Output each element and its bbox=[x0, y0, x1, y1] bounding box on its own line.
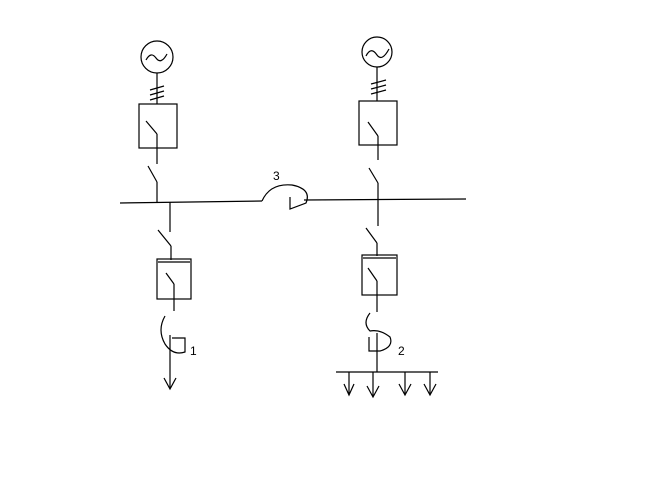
left-generator-wave bbox=[145, 53, 168, 62]
left-upper-breaker bbox=[138, 103, 178, 149]
left-lower-breaker-contact bbox=[165, 272, 175, 285]
load-2-label: 2 bbox=[398, 344, 405, 358]
right-lower-breaker-contact bbox=[367, 267, 378, 282]
right-generator-wave bbox=[365, 48, 390, 59]
right-upper-disconnector bbox=[368, 167, 379, 184]
right-load-arrow-4 bbox=[423, 383, 437, 397]
load-1-label: 1 bbox=[190, 344, 197, 358]
right-feeder bbox=[336, 36, 438, 399]
right-lower-breaker bbox=[361, 254, 398, 296]
right-upper-breaker-contact bbox=[367, 121, 379, 137]
tie-3-label: 3 bbox=[273, 169, 280, 183]
left-busbar bbox=[119, 200, 263, 204]
right-load-arrow-1 bbox=[343, 383, 355, 397]
left-lower-disconnector bbox=[157, 229, 172, 247]
left-generator-icon bbox=[140, 40, 174, 74]
right-lower-disconnector bbox=[365, 227, 378, 244]
tie-reactor bbox=[261, 184, 308, 210]
right-current-transformer bbox=[365, 312, 392, 352]
right-load-arrow-2 bbox=[366, 385, 380, 399]
left-feeder bbox=[138, 40, 192, 391]
left-cable-marks bbox=[149, 85, 165, 101]
right-load-arrow-3 bbox=[398, 383, 412, 397]
left-current-transformer bbox=[160, 315, 186, 354]
left-load-arrow bbox=[163, 377, 177, 391]
right-busbar bbox=[303, 198, 467, 201]
left-upper-breaker-contact bbox=[145, 120, 158, 135]
left-upper-disconnector bbox=[147, 165, 158, 183]
right-cable-marks bbox=[370, 79, 387, 95]
